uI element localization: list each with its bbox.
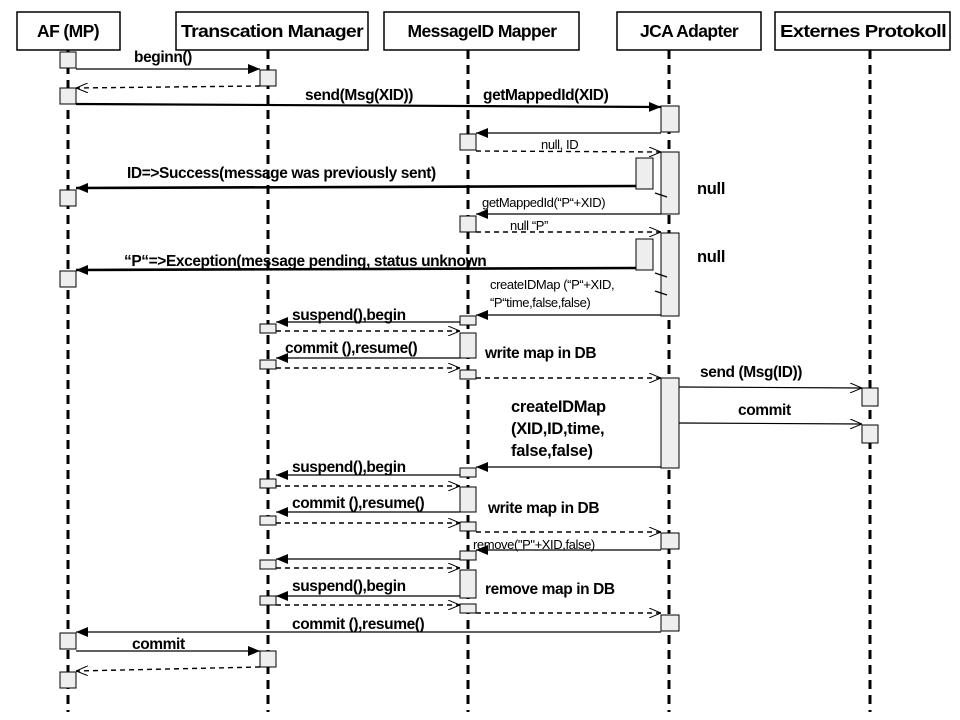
activation-box (861, 424, 879, 444)
msg-label-beginn: beginn() (134, 49, 192, 66)
msg-label-commit-resume: commit (),resume() (285, 340, 418, 357)
activation-box (59, 87, 77, 105)
arrow-exception (75, 264, 637, 275)
msg-label-remove: remove("P"+XID,false) (473, 537, 595, 552)
activation-box (459, 521, 477, 532)
msg-label-write-map-db: write map in DB (484, 345, 596, 362)
msg-label-commit-ext: commit (738, 402, 791, 419)
msg-label-create-id-map-p-line2: “P“time,false,false) (490, 295, 590, 310)
activation-box (861, 387, 879, 407)
activation-box (59, 270, 77, 288)
msg-label-create-id-map-line2: (XID,ID,time, (511, 420, 604, 438)
participant-externes-protokoll-label: Externes Protokoll (780, 21, 946, 41)
participant-transaction-manager-label: Transcation Manager (181, 21, 364, 41)
msg-label-create-id-map-line3: false,false) (511, 442, 593, 460)
activation-box (660, 232, 680, 317)
activation-box (459, 569, 477, 599)
activation-box (259, 323, 277, 334)
msg-label-suspend-begin: suspend(),begin (292, 578, 406, 595)
activation-box (459, 332, 477, 359)
msg-label-commit-tm: commit (132, 636, 185, 653)
activation-box (635, 157, 654, 190)
msg-label-commit-resume-af: commit (),resume() (292, 616, 425, 633)
msg-label-create-id-map-line1: createIDMap (511, 398, 606, 416)
arrow-beginn-return (76, 86, 261, 88)
activation-box (59, 632, 77, 650)
msg-label-send-msg-id: send (Msg(ID)) (700, 364, 802, 381)
participant-af-label: AF (MP) (37, 21, 99, 41)
activation-box (459, 215, 477, 233)
activation-box (660, 532, 680, 550)
activation-box (459, 369, 477, 380)
activation-box (459, 315, 477, 326)
msg-label-create-id-map-p-line1: createIDMap (“P“+XID, (490, 277, 614, 292)
activation-box (59, 51, 77, 69)
note-connector (654, 192, 668, 198)
arrow-success (75, 182, 637, 193)
activation-box (259, 478, 277, 489)
activation-box (259, 595, 277, 606)
arrow-send-msg (75, 101, 662, 112)
msg-label-null-id: null, ID (541, 137, 578, 152)
participant-messageid-mapper-label: MessageID Mapper (408, 21, 558, 41)
activation-box (259, 559, 277, 570)
msg-label-exception: “P“=>Exception(message pending, status u… (124, 253, 486, 270)
activation-box (259, 69, 277, 87)
activation-box (459, 133, 477, 151)
msg-label-write-map-db: write map in DB (487, 500, 599, 517)
note-null: null (697, 248, 725, 266)
arrow-null-id (475, 151, 661, 152)
activation-box (259, 650, 277, 668)
msg-label-null-p: null “P” (510, 218, 548, 233)
note-null: null (697, 180, 725, 198)
note-connector (654, 272, 668, 278)
activation-box (59, 189, 77, 207)
activation-box (660, 614, 680, 632)
activation-box (459, 486, 477, 513)
participant-jca-adapter: JCA Adapter (616, 11, 762, 51)
msg-label-get-mapped-id: getMappedId(XID) (483, 87, 609, 104)
msg-label-remove-map-db: remove map in DB (485, 581, 615, 598)
msg-label-get-mapped-id-p: getMappedId(“P“+XID) (482, 195, 605, 210)
participant-jca-adapter-label: JCA Adapter (640, 21, 739, 41)
arrow-commit-ext (678, 423, 862, 424)
activation-box (459, 603, 477, 614)
arrow-commit-return (76, 667, 261, 671)
activation-box (660, 151, 680, 215)
participant-messageid-mapper: MessageID Mapper (383, 11, 580, 51)
activation-box (459, 550, 477, 561)
activation-box (660, 377, 680, 469)
activation-box (259, 515, 277, 526)
activation-box (635, 238, 654, 271)
participant-externes-protokoll: Externes Protokoll (774, 11, 951, 51)
arrow-send-msg-id (678, 387, 862, 388)
msg-label-send-msg: send(Msg(XID)) (305, 87, 413, 104)
activation-box (660, 105, 680, 133)
msg-label-commit-resume: commit (),resume() (292, 495, 425, 512)
msg-label-success: ID=>Success(message was previously sent) (127, 165, 436, 182)
activation-box (59, 671, 77, 689)
participant-af: AF (MP) (16, 11, 121, 51)
activation-box (459, 467, 477, 478)
msg-label-suspend-begin: suspend(),begin (292, 307, 406, 324)
participant-transaction-manager: Transcation Manager (175, 11, 369, 51)
note-connector (654, 290, 668, 296)
msg-label-suspend-begin: suspend(),begin (292, 459, 406, 476)
activation-box (259, 359, 277, 370)
